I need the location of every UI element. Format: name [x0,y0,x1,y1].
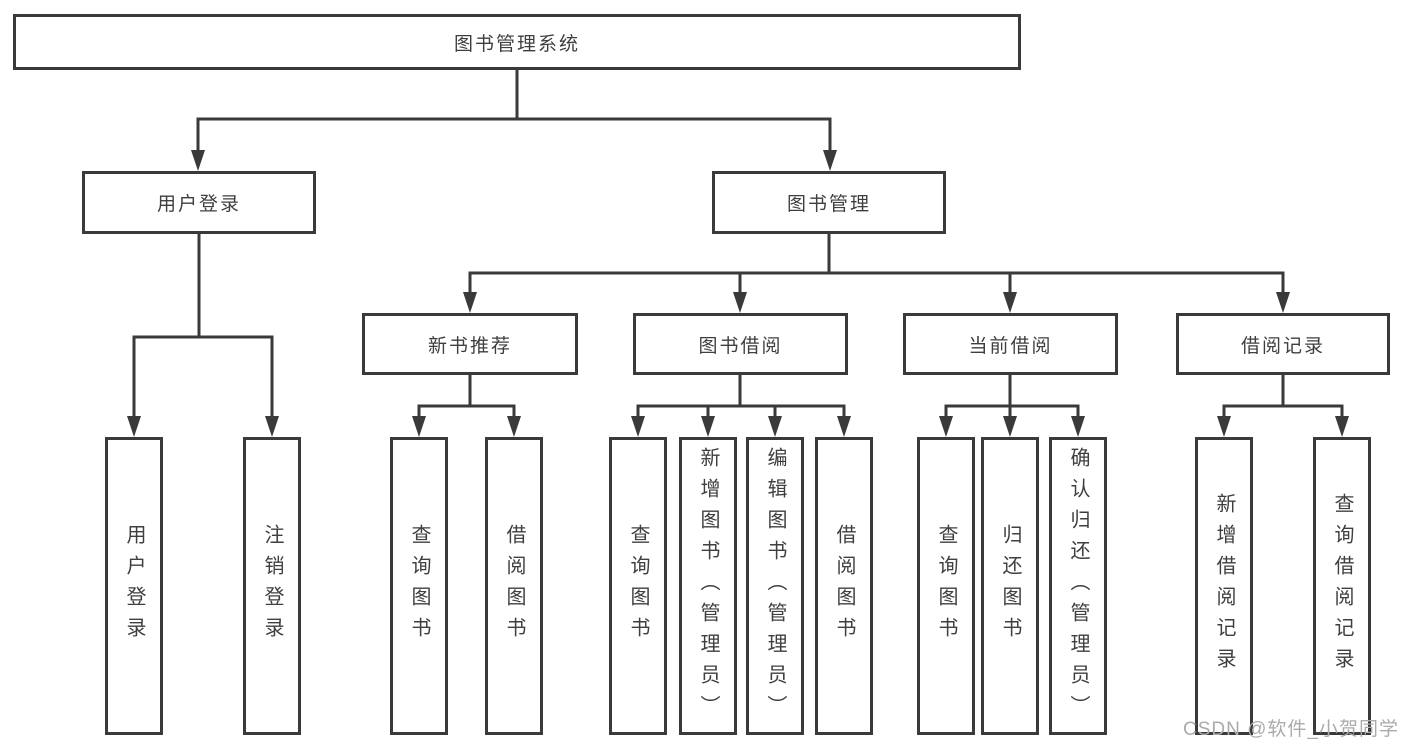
node-current-borrow: 当前借阅 [903,313,1118,375]
node-label: 新增借阅记录 [1213,493,1235,679]
node-label: 查询图书 [935,524,957,648]
connector-book-borrow-to-leaves [631,375,851,437]
node-library-management-system: 图书管理系统 [13,14,1021,70]
connector-root-to-level2 [191,69,837,171]
connector-borrow-records-to-leaves [1217,375,1349,437]
arrow-down-icon [1071,416,1085,437]
arrow-down-icon [1335,416,1349,437]
leaf-query-books: 查询图书 [609,437,667,735]
connector-current-borrow-to-leaves [939,375,1085,437]
leaf-add-borrow-record: 新增借阅记录 [1195,437,1253,735]
arrow-down-icon [1003,416,1017,437]
arrow-down-icon [823,150,837,171]
node-label: 新增图书（管理员） [697,446,719,726]
leaf-query-books: 查询图书 [390,437,448,735]
leaf-borrow-books: 借阅图书 [815,437,873,735]
arrow-down-icon [127,416,141,437]
leaf-user-login: 用户登录 [105,437,163,735]
node-label: 查询借阅记录 [1331,493,1353,679]
arrow-down-icon [191,150,205,171]
arrow-down-icon [1217,416,1231,437]
leaf-add-books-admin: 新增图书（管理员） [679,437,737,735]
node-label: 用户登录 [123,524,145,648]
arrow-down-icon [733,292,747,313]
leaf-borrow-books: 借阅图书 [485,437,543,735]
node-label: 确认归还（管理员） [1067,446,1089,726]
node-borrow-records: 借阅记录 [1176,313,1390,375]
node-label: 用户登录 [156,194,241,215]
arrow-down-icon [1276,292,1290,313]
arrow-down-icon [768,416,782,437]
node-label: 归还图书 [999,524,1021,648]
node-label: 查询图书 [627,524,649,648]
leaf-edit-books-admin: 编辑图书（管理员） [746,437,804,735]
leaf-logout: 注销登录 [243,437,301,735]
leaf-query-borrow-record: 查询借阅记录 [1313,437,1371,735]
node-label: 注销登录 [261,524,283,648]
connector-new-book-recommend-to-leaves [412,375,521,437]
arrow-down-icon [265,416,279,437]
node-new-book-recommend: 新书推荐 [362,313,578,375]
arrow-down-icon [837,416,851,437]
leaf-confirm-return-admin: 确认归还（管理员） [1049,437,1107,735]
node-book-borrow: 图书借阅 [633,313,848,375]
leaf-query-books: 查询图书 [917,437,975,735]
arrow-down-icon [507,416,521,437]
node-label: 借阅记录 [1240,335,1325,357]
node-label: 图书管理 [786,194,871,215]
node-label: 当前借阅 [968,335,1053,357]
leaf-return-books: 归还图书 [981,437,1039,735]
node-label: 编辑图书（管理员） [764,446,786,726]
node-label: 图书借阅 [698,335,783,357]
arrow-down-icon [631,416,645,437]
node-label: 新书推荐 [427,335,512,357]
arrow-down-icon [701,416,715,437]
node-label: 图书管理系统 [453,33,580,55]
arrow-down-icon [939,416,953,437]
node-book-management: 图书管理 [712,171,946,234]
node-label: 借阅图书 [503,524,525,648]
connector-user-login-to-leaves [127,234,279,437]
arrow-down-icon [1003,292,1017,313]
node-label: 查询图书 [408,524,430,648]
csdn-watermark: CSDN @软件_小贺同学 [1183,719,1399,740]
arrow-down-icon [412,416,426,437]
arrow-down-icon [463,292,477,313]
connector-book-management-to-level3 [463,234,1290,313]
node-label: 借阅图书 [833,524,855,648]
node-user-login: 用户登录 [82,171,316,234]
